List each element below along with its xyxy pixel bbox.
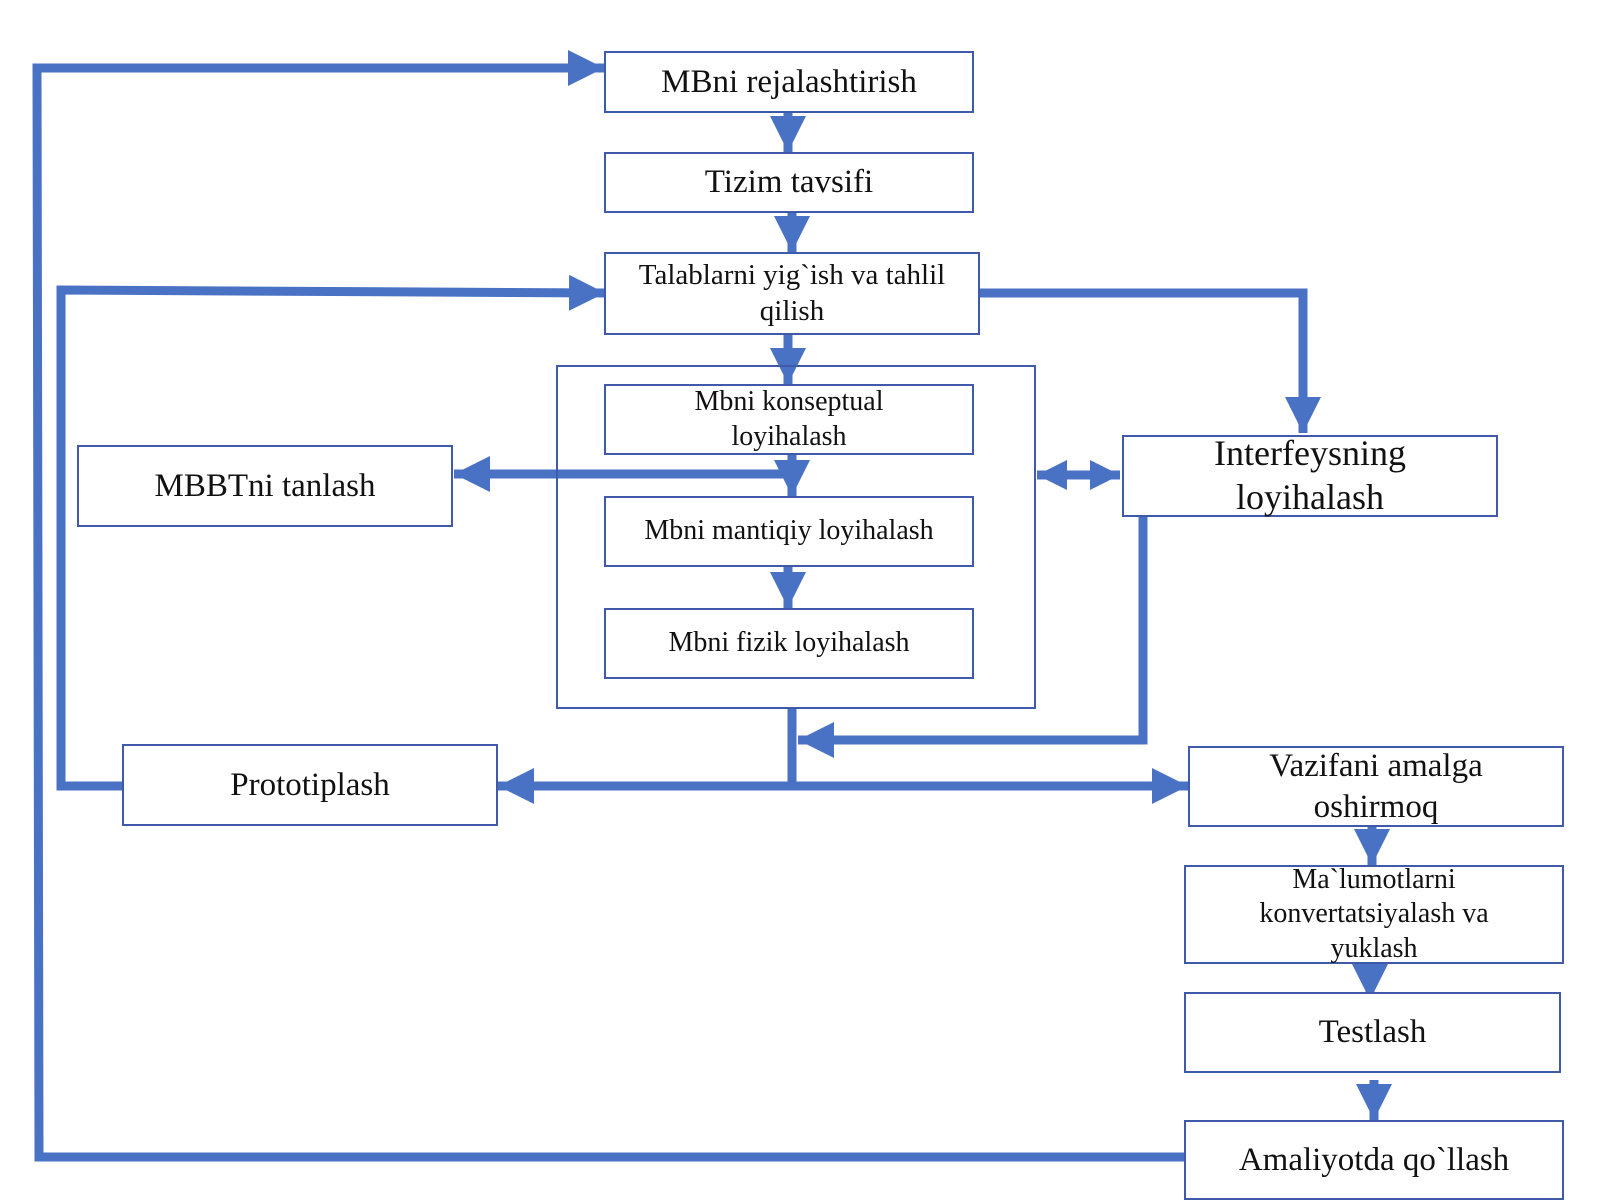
arrow-prototyping-to-requirements	[56, 274, 606, 791]
arrow-interface-to-junction	[798, 516, 1148, 758]
node-system-description: Tizim tavsifi	[604, 152, 974, 213]
node-testing: Testlash	[1184, 992, 1561, 1073]
node-operation: Amaliyotda qo`llash	[1184, 1120, 1564, 1200]
node-conceptual-design: Mbni konseptual loyihalash	[604, 384, 974, 455]
node-requirements: Talablarni yig`ish va tahlil qilish	[604, 252, 980, 335]
node-prototyping: Prototiplash	[122, 744, 498, 826]
node-interface-design: Interfeysning loyihalash	[1122, 433, 1498, 517]
node-physical-design: Mbni fizik loyihalash	[604, 608, 974, 679]
node-dbms-selection: MBBTni tanlash	[77, 445, 453, 527]
arrow-operation-to-planning	[32, 50, 1184, 1162]
arrow-requirements-to-interface	[980, 288, 1321, 433]
node-data-conversion: Ma`lumotlarni konvertatsiyalash va yukla…	[1184, 864, 1564, 964]
node-logical-design: Mbni mantiqiy loyihalash	[604, 496, 974, 567]
design-stage-group	[556, 365, 1036, 709]
node-planning: MBni rejalashtirish	[604, 51, 974, 113]
node-implementation: Vazifani amalga oshirmoq	[1188, 746, 1564, 827]
